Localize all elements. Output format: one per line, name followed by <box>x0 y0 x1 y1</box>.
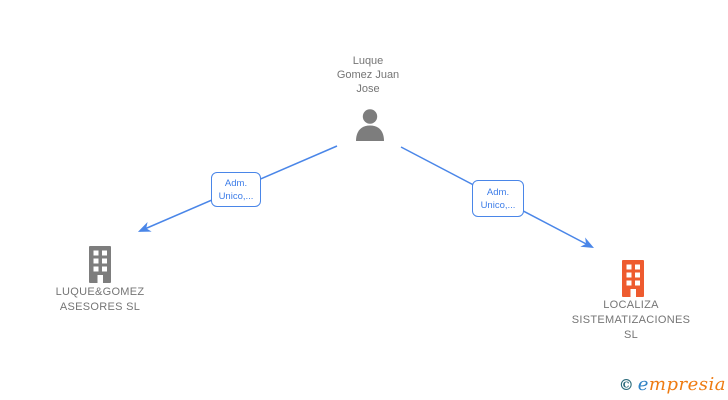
copyright-icon: © <box>618 376 634 394</box>
edge-label-line: Adm. <box>486 186 510 198</box>
company-name-line: SISTEMATIZACIONES <box>571 314 691 326</box>
person-node-label[interactable]: Luque Gomez Juan Jose <box>318 54 418 96</box>
building-icon <box>89 246 111 283</box>
company-name-line: LOCALIZA <box>603 299 659 311</box>
brand-watermark[interactable]: © empresia <box>619 374 726 400</box>
edge-label-line: Unico,... <box>480 199 516 211</box>
company-name-line: SL <box>623 329 639 341</box>
person-node[interactable] <box>351 107 389 150</box>
edge-label-line: Unico,... <box>218 190 254 202</box>
brand-logo-text: empresia <box>638 374 726 395</box>
person-name-line: Luque <box>352 55 384 67</box>
brand-rest: mpresia <box>648 374 726 395</box>
company-name-line: LUQUE&GOMEZ <box>55 286 145 298</box>
person-icon <box>356 109 384 141</box>
company-name-right[interactable]: LOCALIZA SISTEMATIZACIONES SL <box>551 298 711 343</box>
edge-label-left[interactable]: Adm. Unico,... <box>211 172 261 207</box>
company-node-right[interactable] <box>617 258 649 303</box>
company-name-left[interactable]: LUQUE&GOMEZ ASESORES SL <box>30 285 170 315</box>
building-icon <box>622 260 644 297</box>
edge-label-right[interactable]: Adm. Unico,... <box>472 180 524 217</box>
company-name-line: ASESORES SL <box>59 301 141 313</box>
edge-label-line: Adm. <box>224 177 248 189</box>
person-name-line: Jose <box>356 83 380 95</box>
brand-initial: e <box>637 374 649 395</box>
company-node-left[interactable] <box>84 244 116 289</box>
person-name-line: Gomez Juan <box>336 69 400 81</box>
